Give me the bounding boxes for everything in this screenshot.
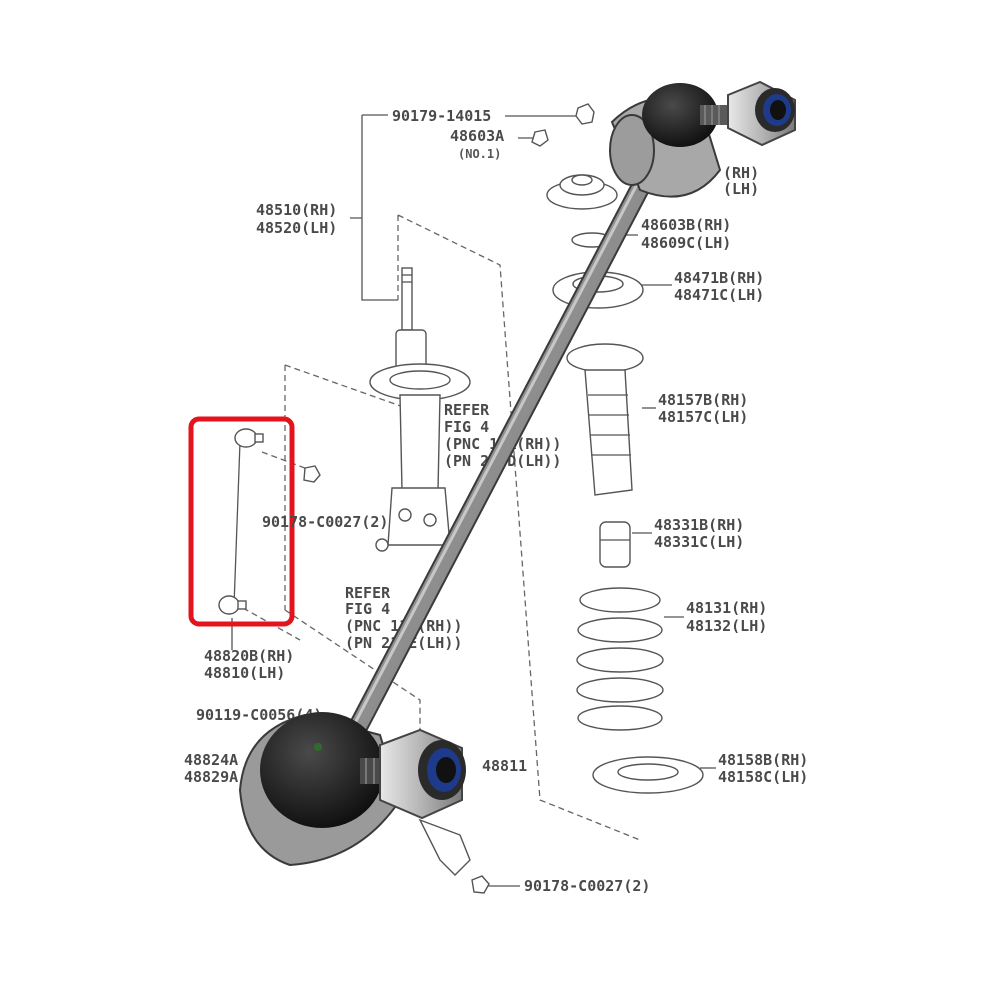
stabilizer-bracket-48824 bbox=[418, 818, 471, 876]
dashed-leader-nut bbox=[242, 451, 311, 641]
label-48157b: 48157B(RH) bbox=[658, 391, 748, 409]
label-48331c: 48331C(LH) bbox=[654, 533, 744, 551]
label-48131: 48131(RH) bbox=[686, 599, 767, 617]
stabilizer-link-product bbox=[238, 80, 796, 867]
label-48820b: 48820B(RH) bbox=[204, 647, 294, 665]
label-48603b: 48603B(RH) bbox=[641, 216, 731, 234]
label-48829a: 48829A bbox=[184, 768, 238, 786]
label-48158c: 48158C(LH) bbox=[718, 768, 808, 786]
leader-48510 bbox=[350, 114, 398, 301]
coil-spring-48131 bbox=[576, 587, 664, 731]
upper-support bbox=[546, 174, 618, 210]
label-top-lh: (LH) bbox=[723, 180, 759, 198]
label-90179: 90179-14015 bbox=[392, 107, 491, 125]
label-48609c: 48609C(LH) bbox=[641, 234, 731, 252]
lower-insulator-48158 bbox=[592, 756, 704, 794]
highlight-box bbox=[188, 416, 295, 627]
label-48471b: 48471B(RH) bbox=[674, 269, 764, 287]
label-48132: 48132(LH) bbox=[686, 617, 767, 635]
label-refer2-a: REFER bbox=[345, 584, 391, 602]
label-48811: 48811 bbox=[482, 757, 527, 775]
label-48824a: 48824A bbox=[184, 751, 238, 769]
bottom-ball-joint bbox=[238, 712, 402, 867]
nut-90178-b bbox=[471, 875, 490, 894]
strut-assembly bbox=[369, 267, 471, 546]
nut-48603a bbox=[531, 129, 549, 147]
label-refer2-b: FIG 4 bbox=[345, 600, 390, 618]
label-48157c: 48157C(LH) bbox=[658, 408, 748, 426]
washer-small bbox=[375, 538, 389, 552]
label-48603a: 48603A bbox=[450, 127, 504, 145]
label-48510: 48510(RH) bbox=[256, 201, 337, 219]
label-48810: 48810(LH) bbox=[204, 664, 285, 682]
label-48158b: 48158B(RH) bbox=[718, 751, 808, 769]
bump-stop-48331 bbox=[599, 521, 631, 568]
label-48520: 48520(LH) bbox=[256, 219, 337, 237]
label-90178a: 90178-C0027(2) bbox=[262, 513, 388, 531]
top-nylock-nut bbox=[727, 80, 796, 147]
bottom-nylock-nut bbox=[379, 728, 466, 820]
top-ball-joint bbox=[609, 83, 728, 198]
stabilizer-link-drawing bbox=[218, 428, 264, 615]
top-nut-90179 bbox=[575, 103, 595, 125]
dashed-frame-strut bbox=[397, 214, 641, 841]
label-48471c: 48471C(LH) bbox=[674, 286, 764, 304]
label-top-rh: (RH) bbox=[723, 164, 759, 182]
nut-90178-a bbox=[303, 465, 321, 483]
label-refer1-a: REFER bbox=[444, 401, 490, 419]
label-refer1-b: FIG 4 bbox=[444, 418, 489, 436]
dust-boot-48157 bbox=[566, 343, 644, 496]
label-90178b: 90178-C0027(2) bbox=[524, 877, 650, 895]
label-48603a-note: (NO.1) bbox=[458, 147, 501, 161]
dashed-frame-link bbox=[284, 364, 441, 740]
label-48331b: 48331B(RH) bbox=[654, 516, 744, 534]
